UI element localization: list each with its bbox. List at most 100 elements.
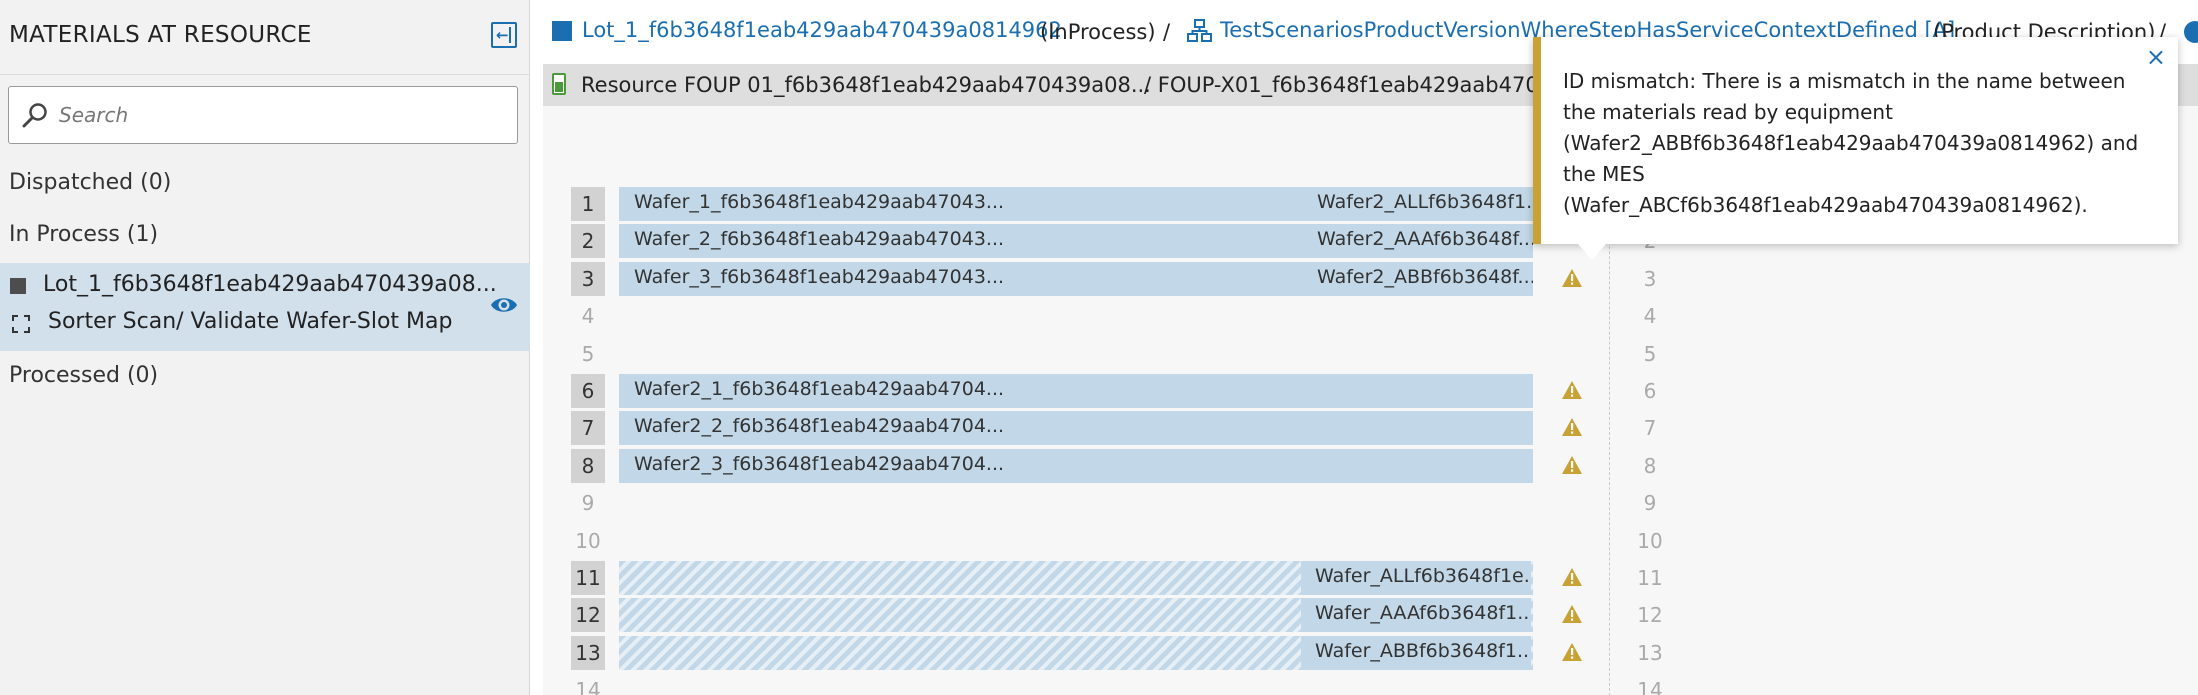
warning-icon[interactable]: [1561, 417, 1583, 437]
warning-icon[interactable]: [1561, 567, 1583, 587]
breadcrumb-more-icon[interactable]: [2184, 21, 2198, 43]
target-slot-number: 6: [1643, 379, 1657, 403]
slot-number: 14: [575, 678, 601, 695]
mes-wafer-bar[interactable]: Wafer_AAAf6b3648f1...: [619, 598, 1533, 633]
slot-number: 11: [571, 561, 605, 595]
lot-list-item[interactable]: Lot_1_f6b3648f1eab429aab470439a08... Sor…: [0, 263, 530, 351]
target-slot-number: 11: [1637, 566, 1663, 590]
slot-number: 3: [571, 261, 605, 296]
close-icon[interactable]: ×: [2145, 43, 2166, 71]
scan-step-icon: [12, 315, 30, 333]
wafer-bar[interactable]: Wafer_3_f6b3648f1eab429aab47043... Wafer2…: [619, 261, 1533, 296]
equipment-wafer-name: Wafer2_ABBf6b3648f...: [1317, 265, 1533, 288]
lot-icon: [552, 21, 572, 41]
wafer-bar[interactable]: Wafer2_3_f6b3648f1eab429aab4704...: [619, 448, 1533, 483]
lot-state: (InProcess): [1040, 20, 1156, 44]
target-slot-number: 3: [1643, 266, 1657, 291]
in-process-section[interactable]: In Process (1): [9, 222, 159, 247]
warning-icon[interactable]: [1561, 604, 1583, 624]
lot-link[interactable]: Lot_1_f6b3648f1eab429aab470439a0814962: [582, 18, 1062, 42]
sidebar-title: MATERIALS AT RESOURCE: [9, 22, 312, 48]
wafer-name: Wafer_1_f6b3648f1eab429aab47043...: [634, 191, 1005, 213]
search-icon: [22, 103, 47, 128]
warning-icon[interactable]: [1561, 380, 1583, 400]
slot-row[interactable]: 8 Wafer2_3_f6b3648f1eab429aab4704... 8: [543, 448, 2198, 484]
slot-number: 7: [571, 411, 605, 446]
wafer-name: Wafer2_2_f6b3648f1eab429aab4704...: [634, 415, 1005, 438]
step-name: Sorter Scan/ Validate Wafer-Slot Map: [48, 309, 453, 334]
slot-number: 10: [575, 528, 601, 553]
slot-row[interactable]: 13 Wafer_ABBf6b3648f1... 13: [543, 635, 2198, 671]
foup-label: / FOUP-X01_f6b3648f1eab429aab470439: [1144, 73, 1579, 97]
lot-state-icon: [10, 278, 26, 294]
slot-number: 4: [581, 304, 595, 329]
collapse-sidebar-icon[interactable]: ←: [491, 22, 517, 48]
wafer-bar[interactable]: Wafer_2_f6b3648f1eab429aab47043... Wafer2…: [619, 224, 1533, 259]
mes-wafer-bar[interactable]: Wafer_ABBf6b3648f1...: [619, 635, 1533, 670]
target-slot-number: 10: [1637, 528, 1663, 553]
target-slot-number: 7: [1643, 416, 1657, 441]
equipment-wafer-name: Wafer_AAAf6b3648f1...: [1301, 598, 1531, 633]
target-slot-number: 5: [1643, 341, 1657, 366]
wafer-name: Wafer2_3_f6b3648f1eab429aab4704...: [634, 452, 1005, 475]
target-slot-number: 14: [1637, 678, 1663, 695]
lot-name: Lot_1_f6b3648f1eab429aab470439a08...: [43, 272, 497, 297]
slot-number: 5: [581, 341, 595, 366]
warning-icon[interactable]: [1561, 268, 1583, 288]
search-input[interactable]: [59, 99, 499, 131]
resource-label: Resource FOUP 01_f6b3648f1eab429aab47043…: [581, 73, 1151, 97]
eye-icon[interactable]: [490, 295, 518, 315]
equipment-wafer-name: Wafer_ALLf6b3648f1e...: [1301, 561, 1531, 595]
mes-wafer-bar[interactable]: Wafer_ALLf6b3648f1e...: [619, 561, 1533, 595]
warning-icon[interactable]: [1561, 455, 1583, 475]
slot-row[interactable]: 12 Wafer_AAAf6b3648f1... 12: [543, 598, 2198, 633]
slot-divider: [1609, 186, 1610, 695]
sidebar-header: MATERIALS AT RESOURCE ←: [0, 0, 530, 75]
slot-number: 8: [571, 448, 605, 483]
target-slot-number: 12: [1637, 603, 1663, 628]
slot-number: 13: [571, 635, 605, 670]
slot-number: 6: [571, 374, 605, 408]
id-mismatch-tooltip: × ID mismatch: There is a mismatch in th…: [1533, 37, 2178, 260]
wafer-bar[interactable]: Wafer2_2_f6b3648f1eab429aab4704...: [619, 411, 1533, 446]
target-slot-number: 4: [1643, 304, 1657, 329]
wafer-name: Wafer_3_f6b3648f1eab429aab47043...: [634, 265, 1005, 288]
slot-row[interactable]: 14 14: [543, 673, 2198, 695]
product-tree-icon: [1187, 19, 1212, 42]
dispatched-section[interactable]: Dispatched (0): [9, 170, 172, 195]
breadcrumb-separator-2: /: [2159, 20, 2167, 44]
slot-row[interactable]: 7 Wafer2_2_f6b3648f1eab429aab4704... 7: [543, 411, 2198, 446]
slot-row[interactable]: 10 10: [543, 524, 2198, 559]
target-slot-number: 13: [1637, 640, 1663, 665]
equipment-wafer-name: Wafer2_ALLf6b3648f1...: [1317, 191, 1533, 213]
wafer-bar[interactable]: Wafer2_1_f6b3648f1eab429aab4704...: [619, 374, 1533, 408]
materials-sidebar: MATERIALS AT RESOURCE ← Dispatched (0) I…: [0, 0, 530, 695]
foup-resource-icon: [552, 73, 566, 95]
slot-number: 2: [571, 224, 605, 259]
wafer-name: Wafer2_1_f6b3648f1eab429aab4704...: [634, 378, 1005, 400]
slot-row[interactable]: 11 Wafer_ALLf6b3648f1e... 11: [543, 561, 2198, 596]
tooltip-message: ID mismatch: There is a mismatch in the …: [1563, 69, 2139, 217]
processed-section[interactable]: Processed (0): [9, 363, 159, 388]
slot-row[interactable]: 6 Wafer2_1_f6b3648f1eab429aab4704... 6: [543, 374, 2198, 409]
slot-number: 12: [571, 598, 605, 633]
breadcrumb-separator: /: [1163, 20, 1171, 44]
wafer-bar[interactable]: Wafer_1_f6b3648f1eab429aab47043... Wafer2…: [619, 187, 1533, 221]
slot-number: 9: [581, 491, 595, 516]
slot-number: 1: [571, 187, 605, 221]
target-slot-number: 8: [1643, 453, 1657, 478]
wafer-name: Wafer_2_f6b3648f1eab429aab47043...: [634, 228, 1005, 251]
equipment-wafer-name: Wafer_ABBf6b3648f1...: [1301, 635, 1531, 670]
tooltip-arrow: [1578, 244, 1606, 260]
equipment-wafer-name: Wafer2_AAAf6b3648f...: [1317, 228, 1533, 251]
search-box[interactable]: [8, 86, 518, 144]
target-slot-number: 9: [1643, 491, 1657, 516]
warning-icon[interactable]: [1561, 642, 1583, 662]
